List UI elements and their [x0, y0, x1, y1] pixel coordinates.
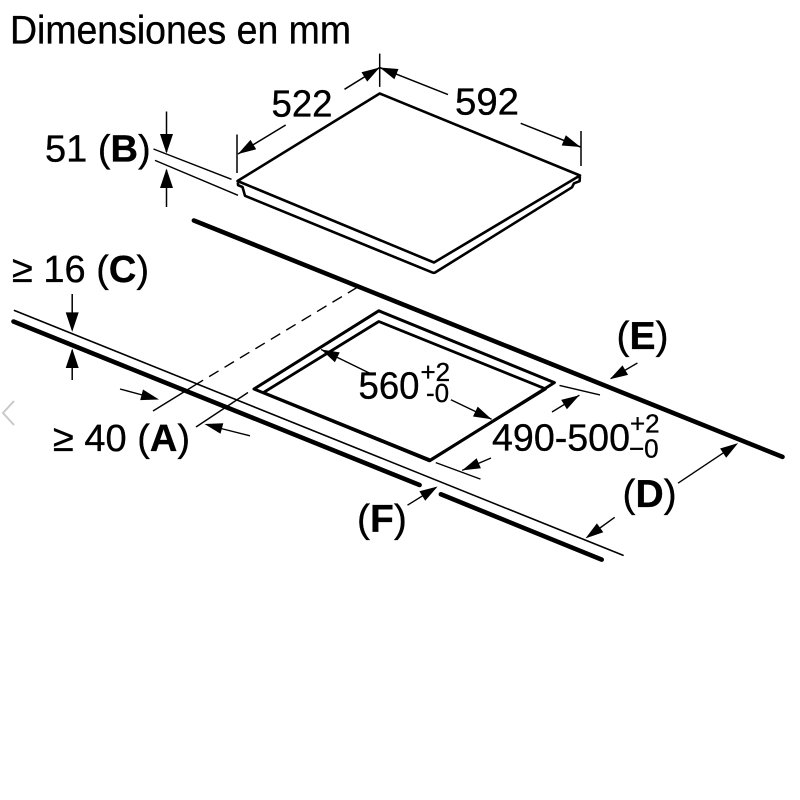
svg-text:(E): (E) [617, 315, 669, 358]
svg-text:-0: -0 [426, 378, 449, 408]
svg-text:+2: +2 [630, 409, 660, 439]
svg-text:592: 592 [455, 82, 519, 124]
svg-text:−0: −0 [629, 434, 659, 464]
svg-text:(F): (F) [357, 498, 407, 541]
svg-text:+2: +2 [421, 357, 451, 387]
svg-text:490-500: 490-500 [492, 418, 630, 460]
svg-text:51 (B): 51 (B) [45, 129, 151, 171]
svg-text:560: 560 [359, 366, 420, 408]
svg-text:Dimensiones en mm: Dimensiones en mm [10, 9, 351, 53]
svg-text:522: 522 [272, 84, 333, 126]
svg-text:(D): (D) [623, 473, 677, 516]
svg-text:≥ 40 (A): ≥ 40 (A) [53, 418, 190, 460]
svg-text:≥ 16 (C): ≥ 16 (C) [12, 249, 149, 291]
